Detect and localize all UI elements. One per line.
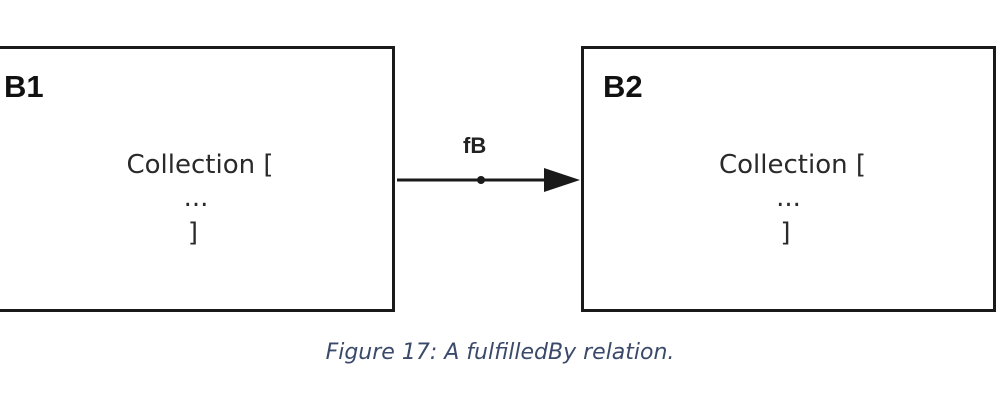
block-b2-content-line2: ... bbox=[776, 183, 801, 213]
relation-midpoint-dot bbox=[477, 176, 485, 184]
block-b1-content-line1: Collection [ bbox=[126, 150, 274, 180]
block-b1-content-line2: ... bbox=[183, 183, 209, 213]
block-b1: B1 Collection [ ... ] bbox=[0, 46, 395, 312]
block-b2-content: Collection [ ... ] bbox=[584, 145, 993, 253]
block-b1-content: Collection [ ... ] bbox=[0, 145, 392, 253]
block-b1-content-line3: ] bbox=[187, 218, 199, 248]
block-b2-content-line3: ] bbox=[780, 218, 791, 248]
figure-caption: Figure 17: A fulfilledBy relation. bbox=[325, 340, 675, 365]
block-b1-title: B1 bbox=[4, 69, 44, 104]
block-b2-content-line1: Collection [ bbox=[718, 150, 866, 180]
relation-label: fB bbox=[463, 133, 487, 158]
block-b2-title: B2 bbox=[603, 69, 643, 104]
arrowhead-icon bbox=[544, 168, 580, 192]
block-b2: B2 Collection [ ... ] bbox=[581, 46, 996, 312]
